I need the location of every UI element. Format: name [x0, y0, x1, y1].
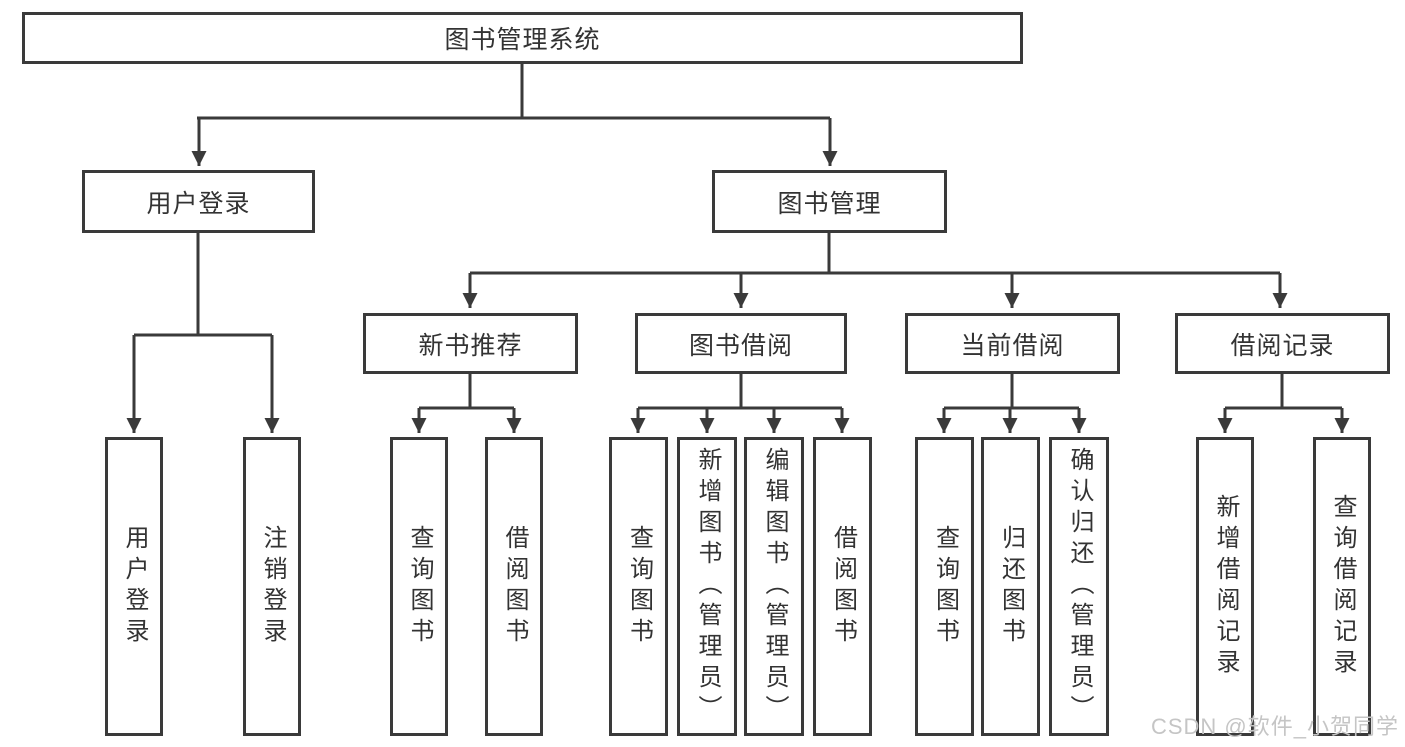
leaf-add-books-admin-label: 新增图书（管理员） — [694, 447, 721, 726]
leaf-edit-books-admin-label: 编辑图书（管理员） — [761, 447, 788, 726]
node-borrowing-records-label: 借阅记录 — [1230, 331, 1335, 360]
leaf-current-query-books-label: 查询图书 — [931, 524, 959, 649]
node-user-login: 用户登录 — [82, 170, 315, 233]
leaf-add-books-admin: 新增图书（管理员） — [677, 437, 737, 736]
node-user-login-label: 用户登录 — [146, 189, 251, 218]
leaf-recommend-borrow-books-label: 借阅图书 — [501, 524, 528, 649]
leaf-return-books-label: 归还图书 — [997, 524, 1025, 649]
node-new-book-recommendation: 新书推荐 — [363, 313, 578, 374]
node-book-management-label: 图书管理 — [777, 189, 882, 218]
leaf-confirm-return-admin: 确认归还（管理员） — [1049, 437, 1109, 736]
leaf-logout: 注销登录 — [243, 437, 301, 736]
leaf-logout-label: 注销登录 — [259, 524, 286, 649]
node-root-system: 图书管理系统 — [22, 12, 1023, 64]
leaf-borrowing-borrow-books-label: 借阅图书 — [829, 524, 857, 649]
node-current-borrowing: 当前借阅 — [905, 313, 1120, 374]
leaf-edit-books-admin: 编辑图书（管理员） — [744, 437, 804, 736]
node-book-borrowing-label: 图书借阅 — [688, 331, 793, 360]
leaf-confirm-return-admin-label: 确认归还（管理员） — [1066, 447, 1093, 726]
leaf-current-query-books: 查询图书 — [915, 437, 974, 736]
leaf-borrowing-query-books-label: 查询图书 — [625, 524, 653, 649]
node-book-management: 图书管理 — [712, 170, 947, 233]
leaf-query-borrow-record: 查询借阅记录 — [1313, 437, 1371, 736]
leaf-add-borrow-record: 新增借阅记录 — [1196, 437, 1254, 736]
leaf-recommend-query-books-label: 查询图书 — [406, 524, 433, 649]
leaf-query-borrow-record-label: 查询借阅记录 — [1329, 493, 1356, 680]
leaf-user-login: 用户登录 — [105, 437, 163, 736]
leaf-borrowing-borrow-books: 借阅图书 — [813, 437, 872, 736]
leaf-return-books: 归还图书 — [981, 437, 1040, 736]
leaf-recommend-query-books: 查询图书 — [390, 437, 448, 736]
node-current-borrowing-label: 当前借阅 — [960, 331, 1065, 360]
leaf-recommend-borrow-books: 借阅图书 — [485, 437, 543, 736]
node-root-system-label: 图书管理系统 — [444, 26, 601, 54]
csdn-watermark: CSDN @软件_小贺同学 — [1150, 714, 1399, 739]
leaf-user-login-label: 用户登录 — [121, 524, 148, 649]
leaf-add-borrow-record-label: 新增借阅记录 — [1212, 493, 1239, 680]
node-borrowing-records: 借阅记录 — [1175, 313, 1390, 374]
node-book-borrowing: 图书借阅 — [635, 313, 847, 374]
node-new-book-recommendation-label: 新书推荐 — [418, 331, 523, 360]
leaf-borrowing-query-books: 查询图书 — [609, 437, 668, 736]
